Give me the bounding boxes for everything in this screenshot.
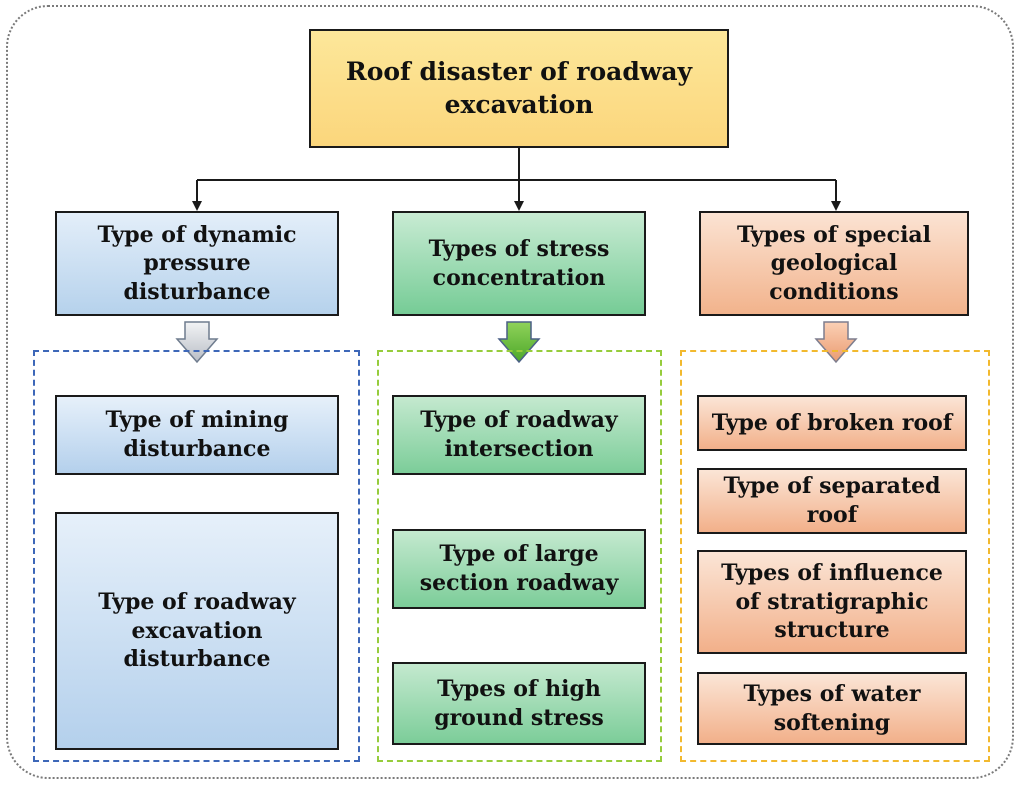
diagram-frame [6,5,1014,779]
node-large-section-roadway: Type of large section roadway [392,529,646,609]
node-roadway-excavation-disturbance: Type of roadway excavation disturbance [55,512,339,750]
node-broken-roof: Type of broken roof [697,395,967,451]
group-stress-concentration [377,350,662,762]
category-special-geological-conditions: Types of special geological conditions [699,211,969,316]
node-high-ground-stress: Types of high ground stress [392,662,646,745]
node-mining-disturbance: Type of mining disturbance [55,395,339,475]
node-roadway-intersection: Type of roadway intersection [392,395,646,475]
node-water-softening: Types of water softening [697,672,967,745]
category-stress-concentration: Types of stress concentration [392,211,646,316]
group-special-geological [680,350,990,762]
category-dynamic-pressure-disturbance: Type of dynamic pressure disturbance [55,211,339,316]
root-to-categories-connector [192,148,841,211]
node-separated-roof: Type of separated roof [697,468,967,534]
group-dynamic-pressure [33,350,360,762]
root-node: Roof disaster of roadway excavation [309,29,729,148]
node-stratigraphic-structure: Types of influence of stratigraphic stru… [697,550,967,654]
